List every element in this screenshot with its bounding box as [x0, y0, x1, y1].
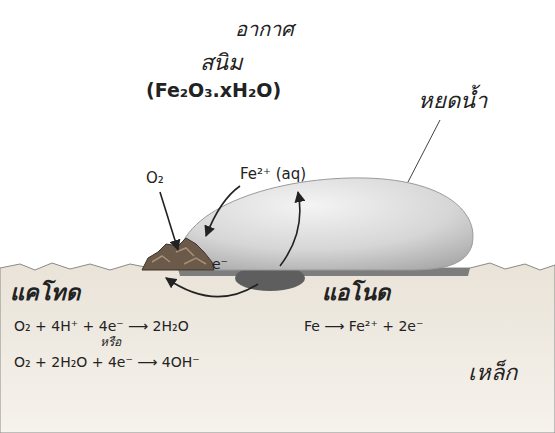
- anode-equation: Fe ⟶ Fe²⁺ + 2e⁻: [304, 318, 423, 334]
- or-label: หรือ: [100, 336, 121, 350]
- electron-arrow: [166, 278, 258, 297]
- rust-label: สนิม: [200, 50, 243, 75]
- cathode-label: แคโทด: [10, 280, 80, 305]
- air-label: อากาศ: [235, 18, 294, 41]
- cathode-equation: O₂ + 2H₂O + 4e⁻ ⟶ 4OH⁻: [14, 354, 200, 370]
- iron-ion-label: Fe²⁺ (aq): [240, 166, 306, 183]
- iron-ion-to-rust-arrow: [206, 186, 240, 236]
- oxygen-arrow: [160, 192, 178, 250]
- oxygen-label: O₂: [146, 170, 164, 187]
- rust-formula: (Fe₂O₃.xH₂O): [146, 80, 281, 102]
- iron-ion-up-arrow: [280, 192, 300, 266]
- rust-texture: [152, 248, 206, 264]
- droplet-leader: [408, 120, 440, 182]
- electron-label: e⁻: [212, 256, 228, 272]
- droplet-label: หยดน้ำ: [418, 88, 487, 113]
- cathode-equation: O₂ + 4H⁺ + 4e⁻ ⟶ 2H₂O: [14, 318, 189, 334]
- rust-pile: [142, 238, 214, 270]
- iron-label: เหล็ก: [468, 360, 517, 385]
- iron-block: [0, 263, 555, 433]
- anode-label: แอโนด: [322, 280, 390, 305]
